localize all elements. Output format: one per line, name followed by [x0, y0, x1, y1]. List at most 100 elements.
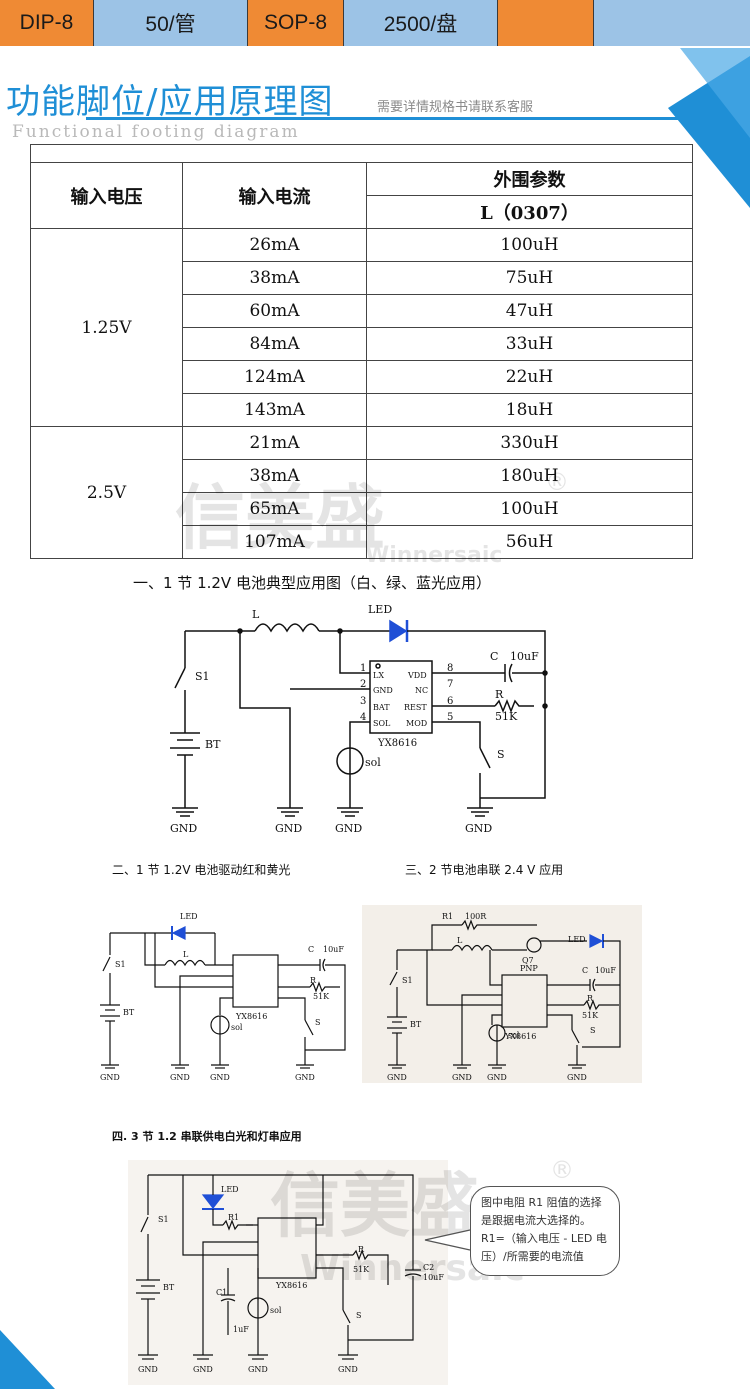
note-line: R1=（输入电压 - LED 电	[481, 1232, 607, 1245]
label-sol: sol	[231, 1023, 243, 1032]
header-input-current: 输入电流	[182, 162, 367, 229]
pin-num: 7	[447, 679, 453, 690]
label-C2: C2	[423, 1263, 434, 1272]
label-sol: sol	[270, 1306, 282, 1315]
label-sol: sol	[365, 756, 381, 769]
label-S1: S1	[158, 1215, 169, 1224]
label-cap-value: 10uF	[323, 945, 344, 954]
package-qty-reel: 2500/盘	[344, 0, 498, 46]
section-note: 需要详情规格书请联系客服	[377, 100, 534, 115]
chip-label: YX8616	[504, 1032, 536, 1041]
corner-decoration	[668, 48, 750, 208]
label-C: C	[490, 650, 498, 663]
pin-REST: REST	[404, 703, 427, 712]
label-sol: sol	[508, 1031, 520, 1040]
pin-LX: LX	[373, 671, 384, 680]
package-bar: DIP-8 50/管 SOP-8 2500/盘	[0, 0, 750, 46]
label-R: R	[495, 688, 504, 701]
label-res-value: 51K	[495, 710, 518, 723]
label-R1-value: 100R	[465, 912, 487, 921]
inductance-cell: 18uH	[366, 393, 693, 427]
pin-num: 3	[360, 696, 366, 707]
label-res-value: 51K	[313, 992, 330, 1001]
pin-GND: GND	[373, 686, 393, 695]
label-gnd: GND	[295, 1073, 315, 1082]
package-qty-tube: 50/管	[94, 0, 248, 46]
watermark-reg: ®	[550, 1156, 574, 1184]
label-gnd: GND	[387, 1073, 407, 1082]
label-cap-value: 10uF	[595, 966, 616, 975]
pin-num: 8	[447, 663, 453, 674]
inductance-cell: 33uH	[366, 327, 693, 361]
inductance-cell: 100uH	[366, 228, 693, 262]
caption-typical-application: 一、1 节 1.2V 电池典型应用图（白、绿、蓝光应用）	[133, 574, 491, 592]
label-gnd: GND	[248, 1365, 268, 1374]
current-cell: 107mA	[182, 525, 367, 559]
current-cell: 38mA	[182, 459, 367, 493]
header-external-params: 外围参数	[366, 162, 693, 196]
current-cell: 60mA	[182, 294, 367, 328]
table-row: 1.25V 26mA 100uH	[30, 228, 693, 427]
schematic-typical: L LED C 10uF R 51K S1 S BT sol GND GND G…	[160, 598, 580, 852]
current-cell: 65mA	[182, 492, 367, 526]
label-C: C	[582, 966, 588, 975]
label-BT: BT	[123, 1008, 135, 1017]
title-underline	[86, 117, 726, 120]
label-C2-value: 10uF	[423, 1273, 444, 1282]
label-gnd: GND	[465, 822, 492, 835]
label-LED: LED	[568, 935, 586, 944]
label-gnd: GND	[567, 1073, 587, 1082]
label-cap-value: 10uF	[510, 650, 539, 663]
label-S: S	[356, 1311, 361, 1320]
current-cell: 38mA	[182, 261, 367, 295]
chip-label: YX8616	[235, 1012, 267, 1021]
label-gnd: GND	[452, 1073, 472, 1082]
caption-red-yellow: 二、1 节 1.2V 电池驱动红和黄光	[112, 863, 291, 877]
pin-BAT: BAT	[373, 703, 390, 712]
note-line: 压）/所需要的电流值	[481, 1250, 584, 1263]
label-S1: S1	[195, 670, 210, 683]
inductance-cell: 330uH	[366, 426, 693, 460]
pin-num: 4	[360, 712, 366, 723]
parameter-table: 输入电压 输入电流 外围参数 L（0307） 1.25V 26mA 100uH …	[30, 144, 693, 559]
package-empty-cell	[498, 0, 594, 46]
note-line: 是跟据电流大选择的。	[481, 1214, 591, 1227]
current-cell: 26mA	[182, 228, 367, 262]
label-S: S	[497, 748, 505, 761]
pin-num: 1	[360, 663, 366, 674]
inductance-cell: 75uH	[366, 261, 693, 295]
pin-VDD: VDD	[407, 671, 427, 680]
label-BT: BT	[410, 1020, 422, 1029]
label-R1: R1	[228, 1213, 239, 1222]
header-inductor: L（0307）	[366, 195, 693, 229]
pin-MOD: MOD	[406, 719, 427, 728]
section-title: 功能脚位/应用原理图	[6, 82, 334, 122]
label-Q7: Q7	[522, 956, 534, 965]
label-LED: LED	[221, 1185, 239, 1194]
label-gnd: GND	[170, 822, 197, 835]
pin-num: 5	[447, 712, 453, 723]
label-S1: S1	[402, 976, 413, 985]
voltage-cell: 1.25V	[30, 228, 183, 427]
inductance-cell: 100uH	[366, 492, 693, 526]
label-L: L	[252, 608, 260, 621]
pin-num: 6	[447, 696, 453, 707]
resistor-note: 图中电阻 R1 阻值的选择 是跟据电流大选择的。 R1=（输入电压 - LED …	[470, 1186, 620, 1276]
pin-SOL: SOL	[373, 719, 391, 728]
schematic-two-cell: R1 100R L Q7 PNP LED C 10uF R 51K S S1 B…	[362, 905, 642, 1083]
label-gnd: GND	[487, 1073, 507, 1082]
schematic-three-cell: LED R1 S1 BT C1 1uF sol YX8616 R 51K S C…	[128, 1160, 448, 1385]
label-gnd: GND	[338, 1365, 358, 1374]
label-PNP: PNP	[520, 964, 538, 973]
label-LED: LED	[368, 603, 392, 616]
label-L: L	[183, 950, 189, 959]
package-type-dip8: DIP-8	[0, 0, 94, 46]
label-S: S	[590, 1026, 595, 1035]
caption-three-cell: 四. 3 节 1.2 串联供电白光和灯串应用	[112, 1130, 302, 1143]
